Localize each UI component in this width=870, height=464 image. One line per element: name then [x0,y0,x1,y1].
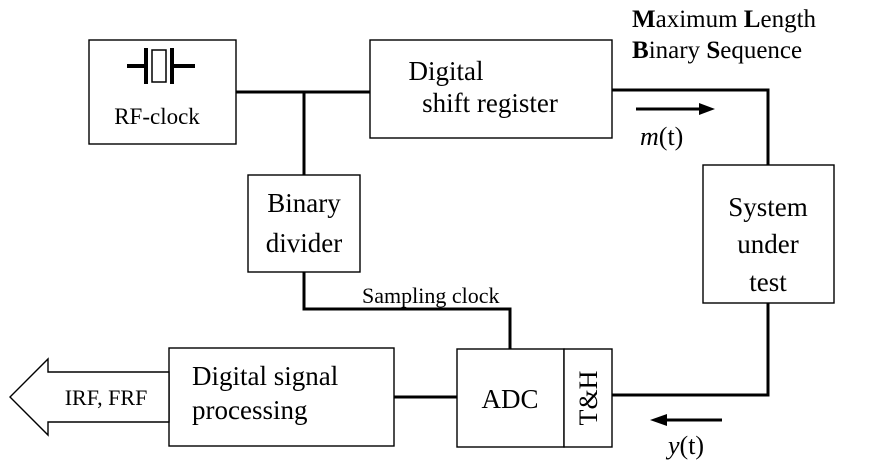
dsp-label-line1: Digital signal [192,361,338,391]
shift-register-label-line2: shift register [422,88,558,118]
arrow-left-icon [650,414,667,426]
sut-label-line3: test [749,267,787,297]
wire-shift-register-to-sut [612,88,770,165]
wire-divider-to-adc [302,272,512,349]
track-hold-block: T&H [563,348,613,448]
output-arrow: IRF, FRF [9,357,170,437]
binary-divider-label-line1: Binary [267,188,341,218]
rf-clock-label: RF-clock [114,104,200,129]
sut-label-line1: System [728,192,808,222]
dsp-label-line2: processing [192,395,307,425]
signal-y-label: y(t) [665,431,704,460]
hollow-arrow-left-icon [9,357,170,437]
binary-divider-block: Binary divider [247,174,361,273]
adc-label: ADC [481,384,538,414]
track-hold-label: T&H [574,370,603,425]
binary-divider-label-line2: divider [266,228,342,258]
sut-label-line2: under [737,229,798,259]
crystal-oscillator-icon [127,48,195,84]
connection-wires [236,88,770,399]
adc-block: ADC [456,348,565,448]
shift-register-block: Digital shift register [369,39,613,139]
output-arrow-label: IRF, FRF [65,385,148,410]
diagram-title-line2: Binary Sequence [632,37,802,64]
diagram-title-line1: Maximum Length [632,6,817,33]
rf-clock-block: RF-clock [88,39,237,145]
signal-m-label: m(t) [640,122,683,151]
sampling-clock-label: Sampling clock [362,283,499,308]
signal-m: m(t) [636,103,715,151]
wire-sut-to-th [612,303,770,397]
system-under-test-block: System under test [702,164,835,304]
arrow-right-icon [699,103,715,115]
shift-register-label-line1: Digital [409,56,484,86]
signal-y: y(t) [650,414,722,460]
dsp-block: Digital signal processing [168,347,395,447]
